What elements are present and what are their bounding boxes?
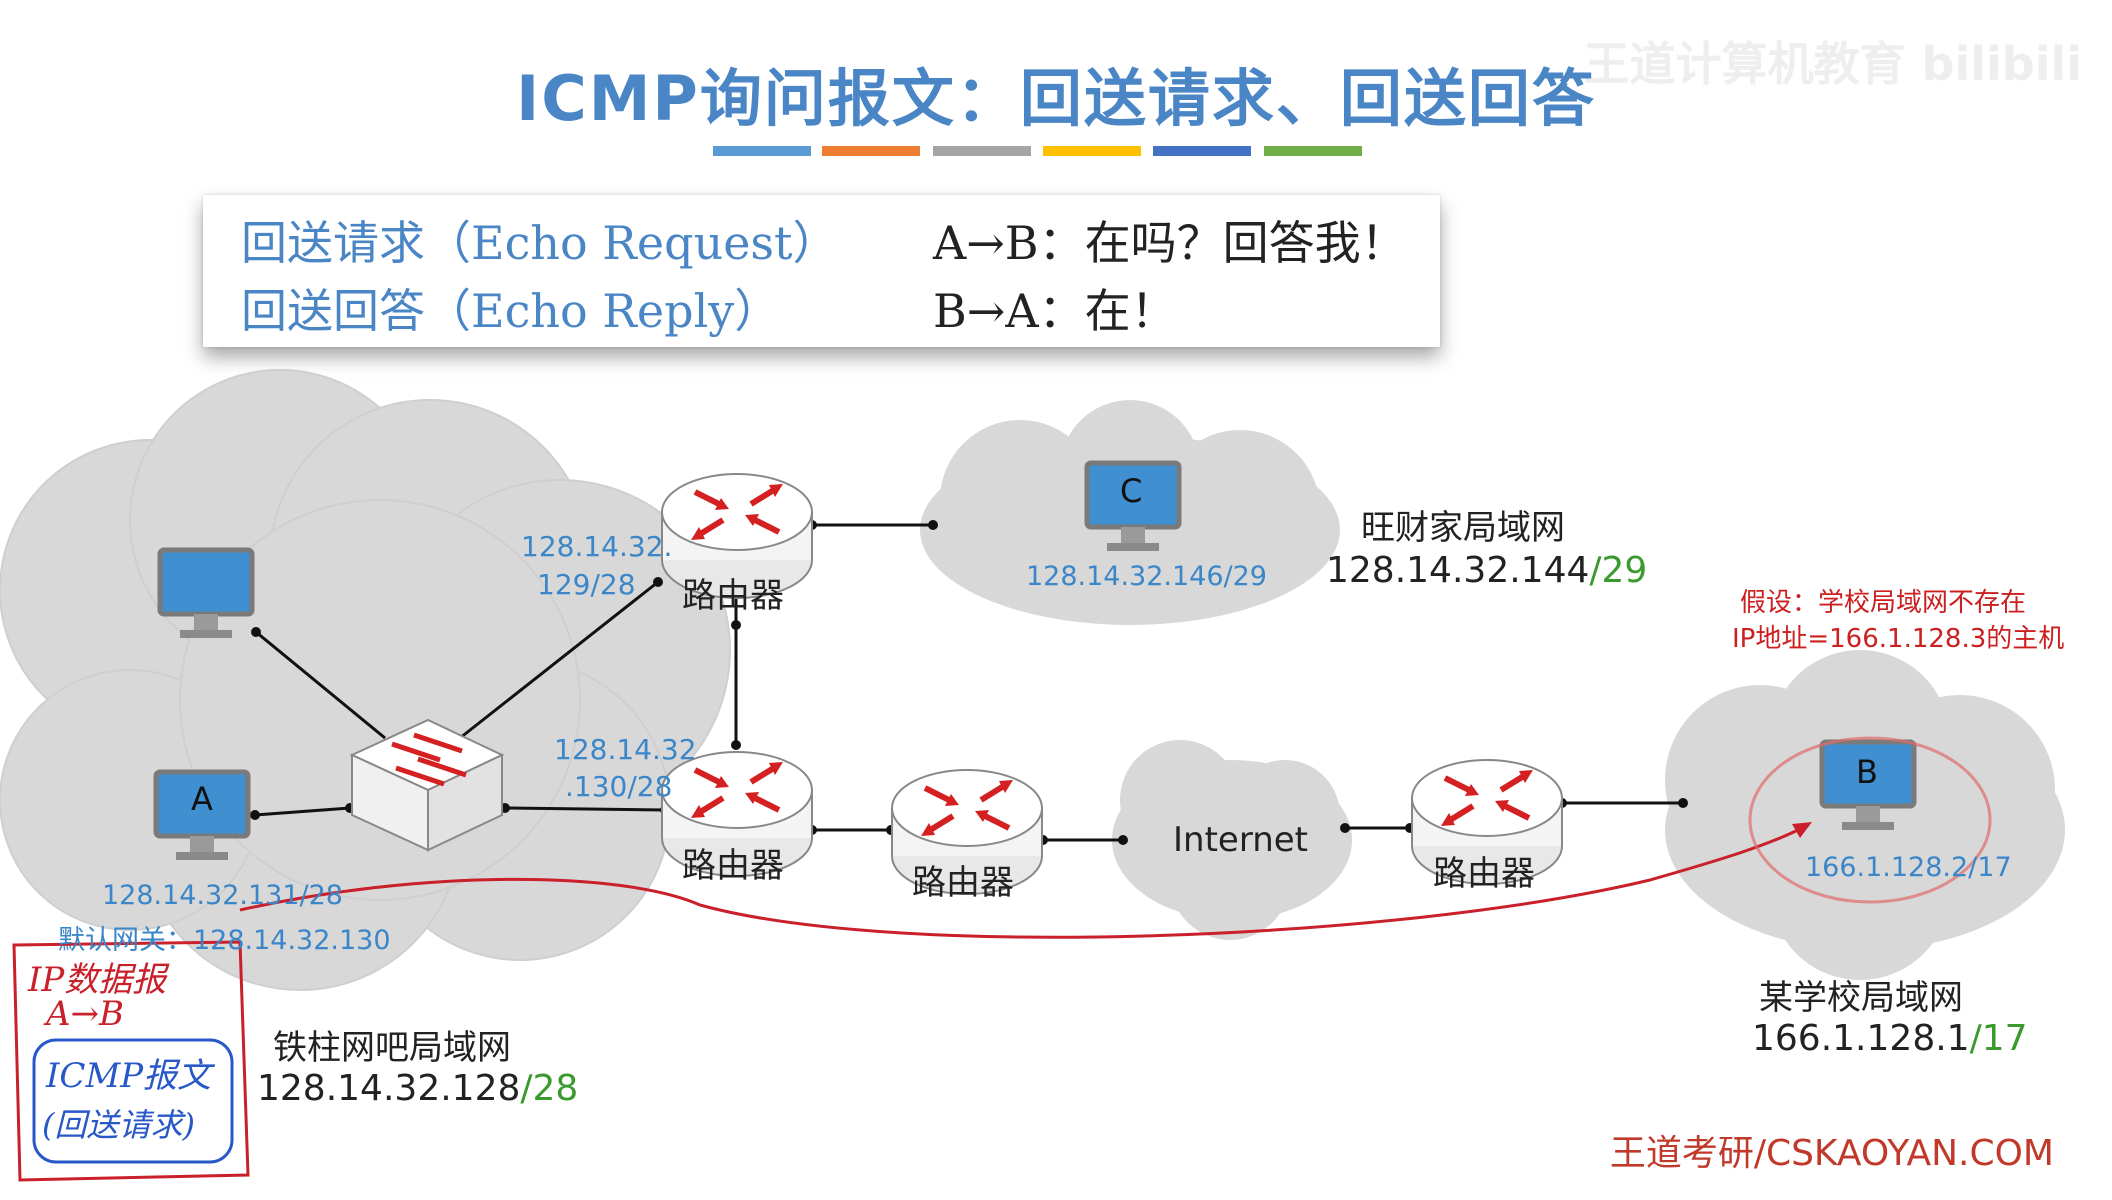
host-a-name: A xyxy=(191,780,213,818)
annotation-datagram-title: IP数据报 xyxy=(28,960,167,1000)
footer-brand: 王道考研/CSKAOYAN.COM xyxy=(1609,1133,2054,1174)
watermark: 王道计算机教育 bilibili xyxy=(1583,37,2082,91)
echo-reply-meaning: B→A：在！ xyxy=(933,284,1177,338)
annotation-datagram-direction: A→B xyxy=(46,994,125,1034)
echo-request-meaning: A→B：在吗？回答我！ xyxy=(933,216,1407,270)
internet-label: Internet xyxy=(1173,820,1309,860)
link-a-switch xyxy=(254,806,351,817)
page-title: ICMP询问报文：回送请求、回送回答 xyxy=(516,62,1596,135)
lan-school-address: 166.1.128.1/17 xyxy=(1752,1018,2028,1059)
annotation-icmp-type: (回送请求) xyxy=(42,1106,195,1144)
router-4-label: 路由器 xyxy=(1433,854,1535,894)
router-mid-if-line2: .130/28 xyxy=(565,770,673,803)
router-3-label: 路由器 xyxy=(912,863,1014,903)
router-top-label: 路由器 xyxy=(682,576,784,616)
switch-icon xyxy=(349,718,505,852)
lan-wangcai-address: 128.14.32.144/29 xyxy=(1326,550,1648,591)
echo-request-label: 回送请求（Echo Request） xyxy=(241,216,839,270)
cloud-internet xyxy=(1112,740,1352,940)
accent-bar-1 xyxy=(713,146,811,156)
router-top-if-line1: 128.14.32. xyxy=(521,530,673,563)
router-mid-if-line1: 128.14.32 xyxy=(554,733,697,766)
annotation-icmp-title: ICMP报文 xyxy=(46,1056,212,1096)
host-c-name: C xyxy=(1120,472,1143,510)
link-pc-switch xyxy=(255,630,386,740)
definitions-card: 回送请求（Echo Request） 回送回答（Echo Reply） A→B：… xyxy=(203,195,1440,347)
link-switch-router-top xyxy=(459,580,659,740)
lan-school-name: 某学校局域网 xyxy=(1759,978,1963,1018)
lan-tiezhu-name: 铁柱网吧局域网 xyxy=(273,1028,511,1068)
host-c-ip: 128.14.32.146/29 xyxy=(1026,561,1267,592)
echo-reply-label: 回送回答（Echo Reply） xyxy=(241,284,781,338)
link-switch-router-mid xyxy=(504,806,666,812)
accent-bar-6 xyxy=(1264,146,1362,156)
accent-bar-3 xyxy=(933,146,1031,156)
host-b-highlight-circle xyxy=(1748,736,1992,904)
host-b-name: B xyxy=(1856,753,1878,791)
accent-bar-4 xyxy=(1043,146,1141,156)
host-a-gateway: 默认网关：128.14.32.130 xyxy=(58,925,391,956)
host-a-ip: 128.14.32.131/28 xyxy=(102,880,343,911)
assumption-line2: IP地址=166.1.128.3的主机 xyxy=(1732,624,2065,654)
host-b-ip: 166.1.128.2/17 xyxy=(1805,852,2012,883)
assumption-line1: 假设：学校局域网不存在 xyxy=(1740,588,2027,618)
accent-bar-2 xyxy=(822,146,920,156)
router-top-if-line2: 129/28 xyxy=(537,568,636,601)
lan-wangcai-name: 旺财家局域网 xyxy=(1361,508,1565,548)
packet-path-arrow xyxy=(239,823,1809,939)
icmp-box-outline xyxy=(32,1038,234,1164)
lan-tiezhu-address: 128.14.32.128/28 xyxy=(257,1068,579,1109)
router-mid-label: 路由器 xyxy=(682,846,784,886)
datagram-box-outline xyxy=(12,940,250,1182)
accent-bar-5 xyxy=(1153,146,1251,156)
